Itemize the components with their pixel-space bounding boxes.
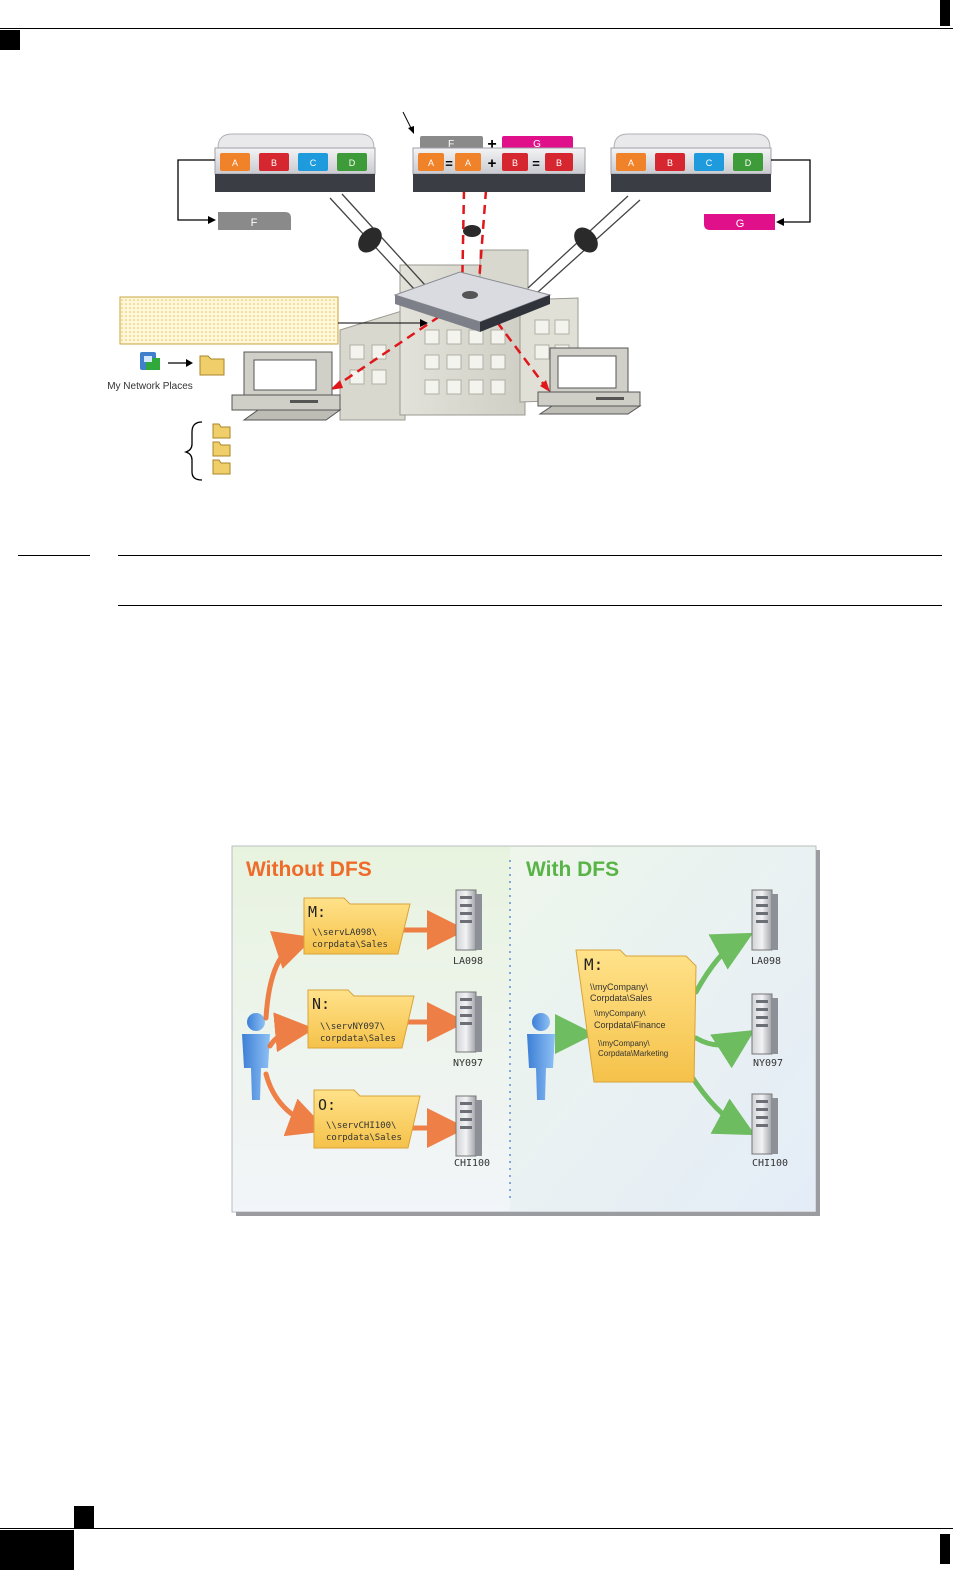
storage-array-left: A B C D xyxy=(214,133,376,192)
svg-text:M:: M: xyxy=(308,903,326,921)
server-ny097-with: NY097 xyxy=(751,993,783,1069)
footer-rule xyxy=(0,1528,953,1529)
virtualization-appliance xyxy=(393,271,552,332)
svg-text:\\myCompany\: \\myCompany\ xyxy=(590,982,649,992)
footer-page-marker xyxy=(74,1506,94,1528)
folder-list xyxy=(212,423,231,475)
user-icon-left xyxy=(242,1013,270,1100)
svg-text:\\myCompany\: \\myCompany\ xyxy=(598,1039,650,1048)
svg-text:corpdata\Sales: corpdata\Sales xyxy=(320,1034,396,1044)
svg-text:A: A xyxy=(628,158,634,168)
folder-m-with: M: \\myCompany\ Corpdata\Sales \\myCompa… xyxy=(575,949,697,1083)
storage-array-center: F + G A = A + B = B xyxy=(412,136,586,192)
footer-left-block xyxy=(0,1530,74,1570)
storage-virtualization-diagram: A B C D F F + G A = A + B = B A B C D G xyxy=(107,111,811,481)
pool-g: G xyxy=(502,136,573,150)
slot-d: D xyxy=(337,153,367,171)
svg-text:CHI100: CHI100 xyxy=(454,1158,490,1169)
header-rule xyxy=(0,28,953,29)
folder-m-without: M: \\servLA098\ corpdata\Sales xyxy=(303,897,411,955)
rule-bottom xyxy=(118,605,942,606)
svg-text:corpdata\Sales: corpdata\Sales xyxy=(326,1133,402,1143)
svg-text:A: A xyxy=(232,158,238,168)
server-chi100-without: CHI100 xyxy=(454,1095,490,1169)
network-places-icon xyxy=(140,352,160,370)
brace xyxy=(183,421,203,481)
dfs-comparison-diagram: Without DFS With DFS M: \\servLA098\ cor… xyxy=(231,845,820,1216)
svg-text:B: B xyxy=(271,158,277,168)
with-dfs-title: With DFS xyxy=(526,858,619,881)
folder-icon xyxy=(199,355,225,376)
svg-text:F: F xyxy=(251,217,258,229)
svg-text:=: = xyxy=(532,156,540,171)
svg-text:\\servLA098\: \\servLA098\ xyxy=(312,928,377,938)
user-icon-right xyxy=(527,1013,555,1100)
svg-text:F: F xyxy=(448,139,454,150)
server-ny097-without: NY097 xyxy=(453,991,483,1069)
svg-text:B: B xyxy=(512,158,518,168)
folder-n-without: N: \\servNY097\ corpdata\Sales xyxy=(307,989,415,1049)
callout-box xyxy=(119,296,339,345)
svg-text:Corpdata\Marketing: Corpdata\Marketing xyxy=(598,1049,668,1058)
svg-text:NY097: NY097 xyxy=(753,1058,783,1069)
svg-text:O:: O: xyxy=(318,1096,336,1114)
svg-text:N:: N: xyxy=(312,995,330,1013)
svg-text:M:: M: xyxy=(584,955,603,974)
my-network-places-label: My Network Places xyxy=(107,381,193,392)
volume-f: F xyxy=(177,159,291,230)
header-left-marker xyxy=(0,30,20,50)
workstation-left xyxy=(231,351,342,421)
cable-ring-left xyxy=(358,227,382,253)
svg-text:D: D xyxy=(349,158,356,168)
slot-c: C xyxy=(298,153,328,171)
workstation-right xyxy=(537,347,642,415)
folder-o-without: O: \\servCHI100\ corpdata\Sales xyxy=(313,1089,421,1149)
cable-ring-center xyxy=(463,225,481,237)
svg-text:B: B xyxy=(667,158,673,168)
svg-text:CHI100: CHI100 xyxy=(752,1158,788,1169)
slot-a: A xyxy=(220,153,250,171)
svg-text:LA098: LA098 xyxy=(453,956,483,967)
server-chi100-with: CHI100 xyxy=(751,1093,788,1169)
server-la098-without: LA098 xyxy=(453,889,483,967)
rule-short xyxy=(18,555,90,556)
svg-text:\\servNY097\: \\servNY097\ xyxy=(320,1022,385,1032)
svg-text:D: D xyxy=(745,158,752,168)
svg-text:+: + xyxy=(487,136,496,153)
server-la098-with: LA098 xyxy=(751,889,781,967)
slot-b: B xyxy=(259,153,289,171)
svg-text:LA098: LA098 xyxy=(751,956,781,967)
svg-text:\\myCompany\: \\myCompany\ xyxy=(594,1009,646,1018)
footer-right-marker xyxy=(940,1534,950,1564)
storage-array-right: A B C D xyxy=(610,133,772,192)
svg-text:G: G xyxy=(736,218,745,230)
svg-text:+: + xyxy=(488,155,497,172)
svg-text:G: G xyxy=(533,139,541,150)
svg-text:A: A xyxy=(465,158,471,168)
rule-top xyxy=(118,555,942,556)
header-right-marker xyxy=(940,0,950,26)
svg-text:B: B xyxy=(556,158,562,168)
pool-f: F xyxy=(420,136,483,150)
svg-text:NY097: NY097 xyxy=(453,1058,483,1069)
without-dfs-title: Without DFS xyxy=(246,858,372,881)
svg-text:\\servCHI100\: \\servCHI100\ xyxy=(326,1121,396,1131)
volume-g: G xyxy=(704,159,811,230)
cable-ring-right xyxy=(574,227,598,253)
svg-text:=: = xyxy=(445,156,453,171)
svg-text:Corpdata\Finance: Corpdata\Finance xyxy=(594,1020,666,1030)
svg-text:A: A xyxy=(428,158,434,168)
svg-text:C: C xyxy=(706,158,713,168)
svg-text:Corpdata\Sales: Corpdata\Sales xyxy=(590,993,653,1003)
svg-text:C: C xyxy=(310,158,317,168)
svg-text:corpdata\Sales: corpdata\Sales xyxy=(312,940,388,950)
